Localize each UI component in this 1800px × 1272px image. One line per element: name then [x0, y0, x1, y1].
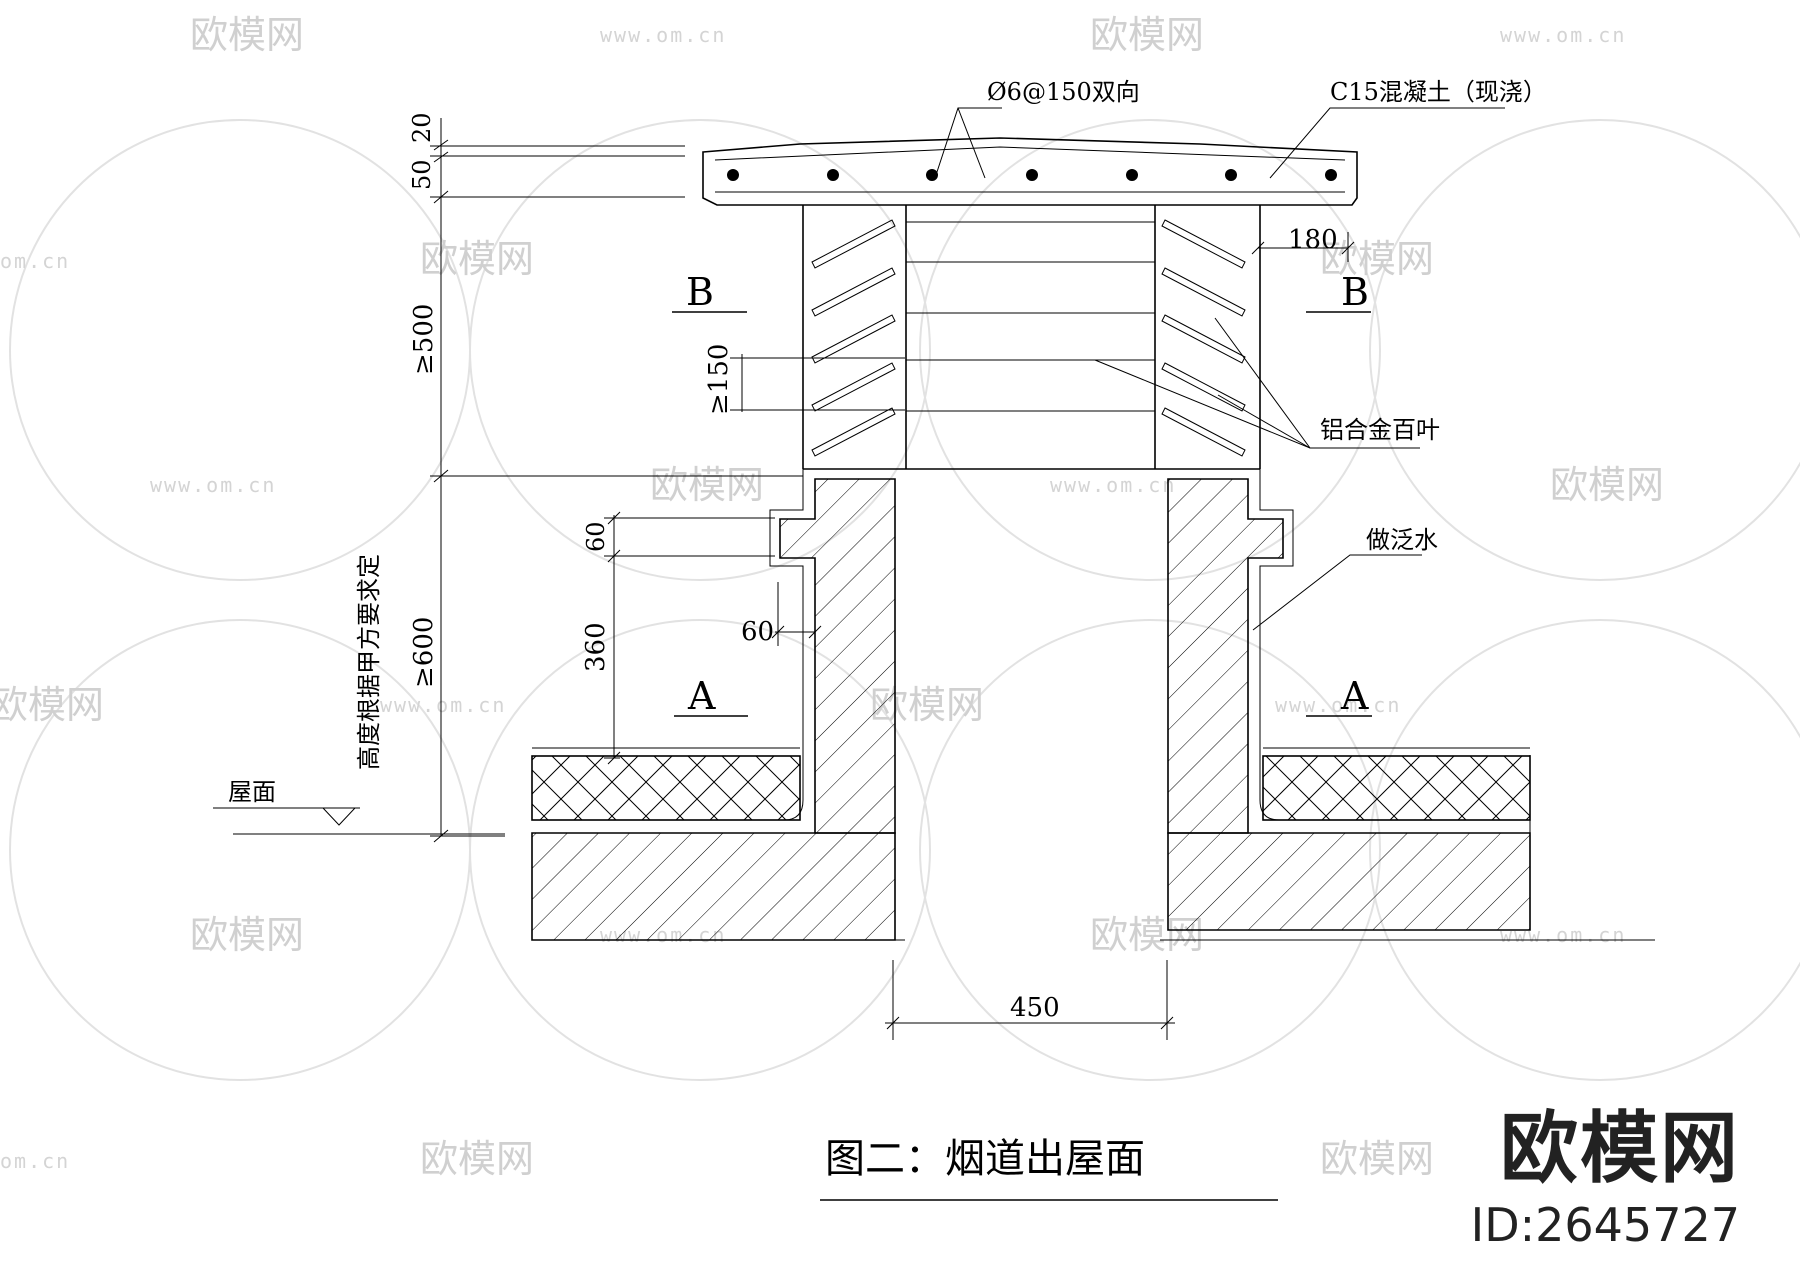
dim-50: 50	[408, 159, 436, 190]
watermark-brand: 欧模网	[190, 913, 304, 957]
watermark-brand: 欧模网	[420, 237, 534, 281]
watermark-url: www.om.cn	[150, 473, 276, 497]
dimension-lines	[430, 118, 1355, 1040]
watermark-layer: 欧模网 欧模网 欧模网 欧模网 欧模网 欧模网 欧模网 欧模网 欧模网 欧模网 …	[0, 13, 1800, 1181]
concrete-label: C15混凝土（现浇）	[1330, 78, 1547, 106]
dim-150: ≥150	[704, 344, 734, 415]
watermark-url: www.om.cn	[1500, 23, 1626, 47]
dim-360: 360	[581, 622, 611, 672]
watermark-brand: 欧模网	[1090, 13, 1204, 57]
watermark-brand: 欧模网	[420, 1137, 534, 1181]
section-markers	[672, 311, 1372, 717]
louver-slats	[906, 221, 1155, 412]
rebar-label: Ø6@150双向	[987, 78, 1140, 106]
concrete-cap	[702, 137, 1358, 206]
watermark-brand: 欧模网	[1320, 1137, 1434, 1181]
watermark-arcs	[9, 119, 1800, 1081]
roof-level-symbol	[213, 807, 505, 835]
watermark-url: www.om.cn	[1275, 693, 1401, 717]
section-label-a-left: A	[687, 674, 716, 718]
watermark-url: www.om.cn	[1050, 473, 1176, 497]
logo-id: ID:2645727	[1470, 1198, 1740, 1252]
roof-label: 屋面	[228, 778, 276, 806]
section-label-a-right: A	[1340, 674, 1369, 718]
drawing-title: 图二：烟道出屋面	[825, 1136, 1145, 1182]
flashing-label: 做泛水	[1366, 526, 1438, 554]
louver-label: 铝合金百叶	[1320, 416, 1440, 444]
dim-180: 180	[1288, 225, 1338, 255]
dim-60-horizontal: 60	[741, 617, 774, 647]
section-label-b-right: B	[1341, 270, 1369, 314]
dim-20: 20	[408, 112, 436, 143]
roof-insulation	[531, 747, 1531, 821]
rebar-dots	[727, 169, 1337, 181]
watermark-url: www.om.cn	[600, 23, 726, 47]
watermark-url: om.cn	[0, 249, 70, 273]
watermark-url: www.om.cn	[380, 693, 506, 717]
dim-450: 450	[1010, 993, 1060, 1023]
dim-60-vertical: 60	[582, 521, 610, 552]
watermark-brand: 欧模网	[1550, 463, 1664, 507]
louver-blades-left	[811, 219, 896, 457]
dim-500: ≥500	[409, 304, 439, 375]
watermark-brand: 欧模网	[1320, 237, 1434, 281]
watermark-brand: 欧模网	[650, 463, 764, 507]
leader-lines	[934, 107, 1505, 631]
logo-name: 欧模网	[1499, 1104, 1740, 1194]
brand-logo: 欧模网 ID:2645727	[1471, 1086, 1740, 1252]
louver-blades-right	[1161, 219, 1246, 457]
height-note: 高度根据甲方要求定	[355, 554, 383, 770]
section-label-b-left: B	[686, 270, 714, 314]
louver-section	[802, 205, 1261, 470]
watermark-brand: 欧模网	[0, 683, 104, 727]
roof-slab	[531, 755, 1655, 941]
watermark-brand: 欧模网	[190, 13, 304, 57]
dim-600: ≥600	[409, 617, 439, 688]
watermark-url: om.cn	[0, 1149, 70, 1173]
